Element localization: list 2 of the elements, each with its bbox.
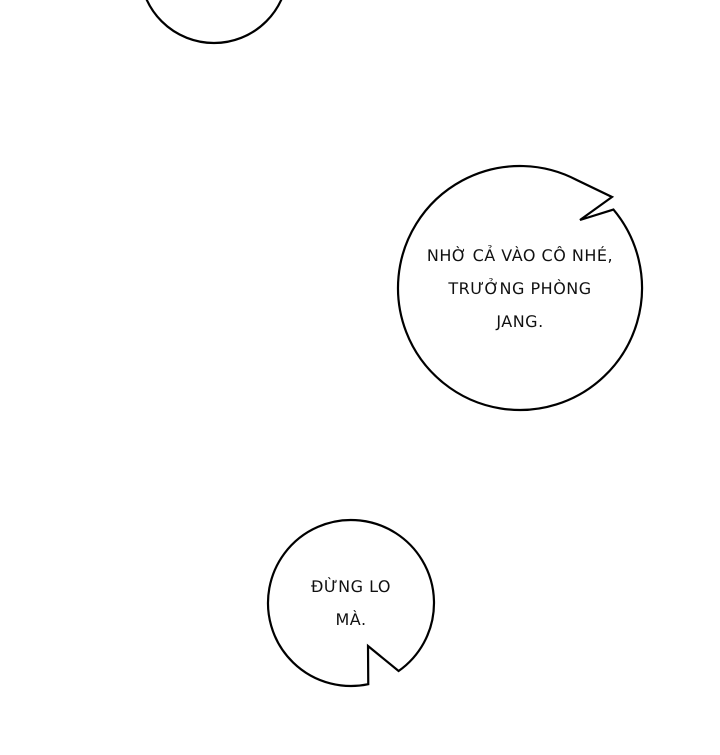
speech-text: ĐỪNG LO MÀ. [310,576,392,631]
speech-text: NHỜ CẢ VÀO CÔ NHÉ, TRƯỞNG PHÒNG JANG. [426,244,614,332]
